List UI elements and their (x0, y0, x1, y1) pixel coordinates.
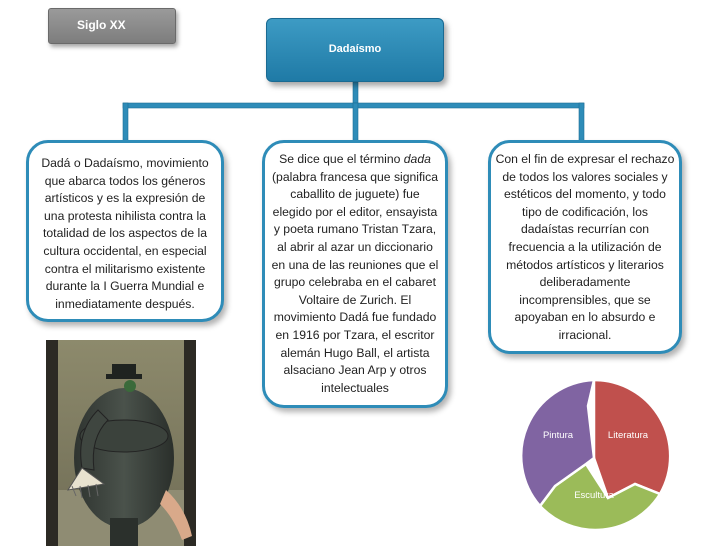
connector-left-drop (122, 102, 129, 142)
card-purpose: Con el fin de expresar el rechazo de tod… (488, 140, 682, 354)
cycle-label-pintura: Pintura (543, 430, 574, 441)
cycle-segment-pintura (519, 378, 596, 508)
connector-middle-drop (352, 102, 359, 142)
card-origin: Se dice que el término dada (palabra fra… (262, 140, 448, 408)
card-definition: Dadá o Dadaísmo, movimiento que abarca t… (26, 140, 224, 322)
card-purpose-text: Con el fin de expresar el rechazo de tod… (495, 152, 675, 342)
card-origin-text-end: (palabra francesa que significa caballit… (271, 169, 439, 395)
root-node: Dadaísmo (266, 18, 444, 82)
art-forms-cycle: Literatura Escultura Pintura (519, 378, 670, 532)
dada-painting-image (46, 340, 196, 546)
root-node-label: Dadaísmo (328, 43, 382, 55)
card-definition-text: Dadá o Dadaísmo, movimiento que abarca t… (41, 156, 209, 311)
card-origin-emphasis: dada (403, 152, 431, 166)
cycle-label-literatura: Literatura (608, 430, 649, 441)
cycle-label-escultura: Escultura (574, 490, 614, 501)
period-tag: Siglo XX (48, 8, 176, 44)
connector-root-stem (352, 81, 359, 106)
card-origin-text-start: Se dice que el término (279, 152, 404, 166)
period-tag-label: Siglo XX (77, 18, 126, 32)
connector-right-drop (578, 102, 585, 142)
